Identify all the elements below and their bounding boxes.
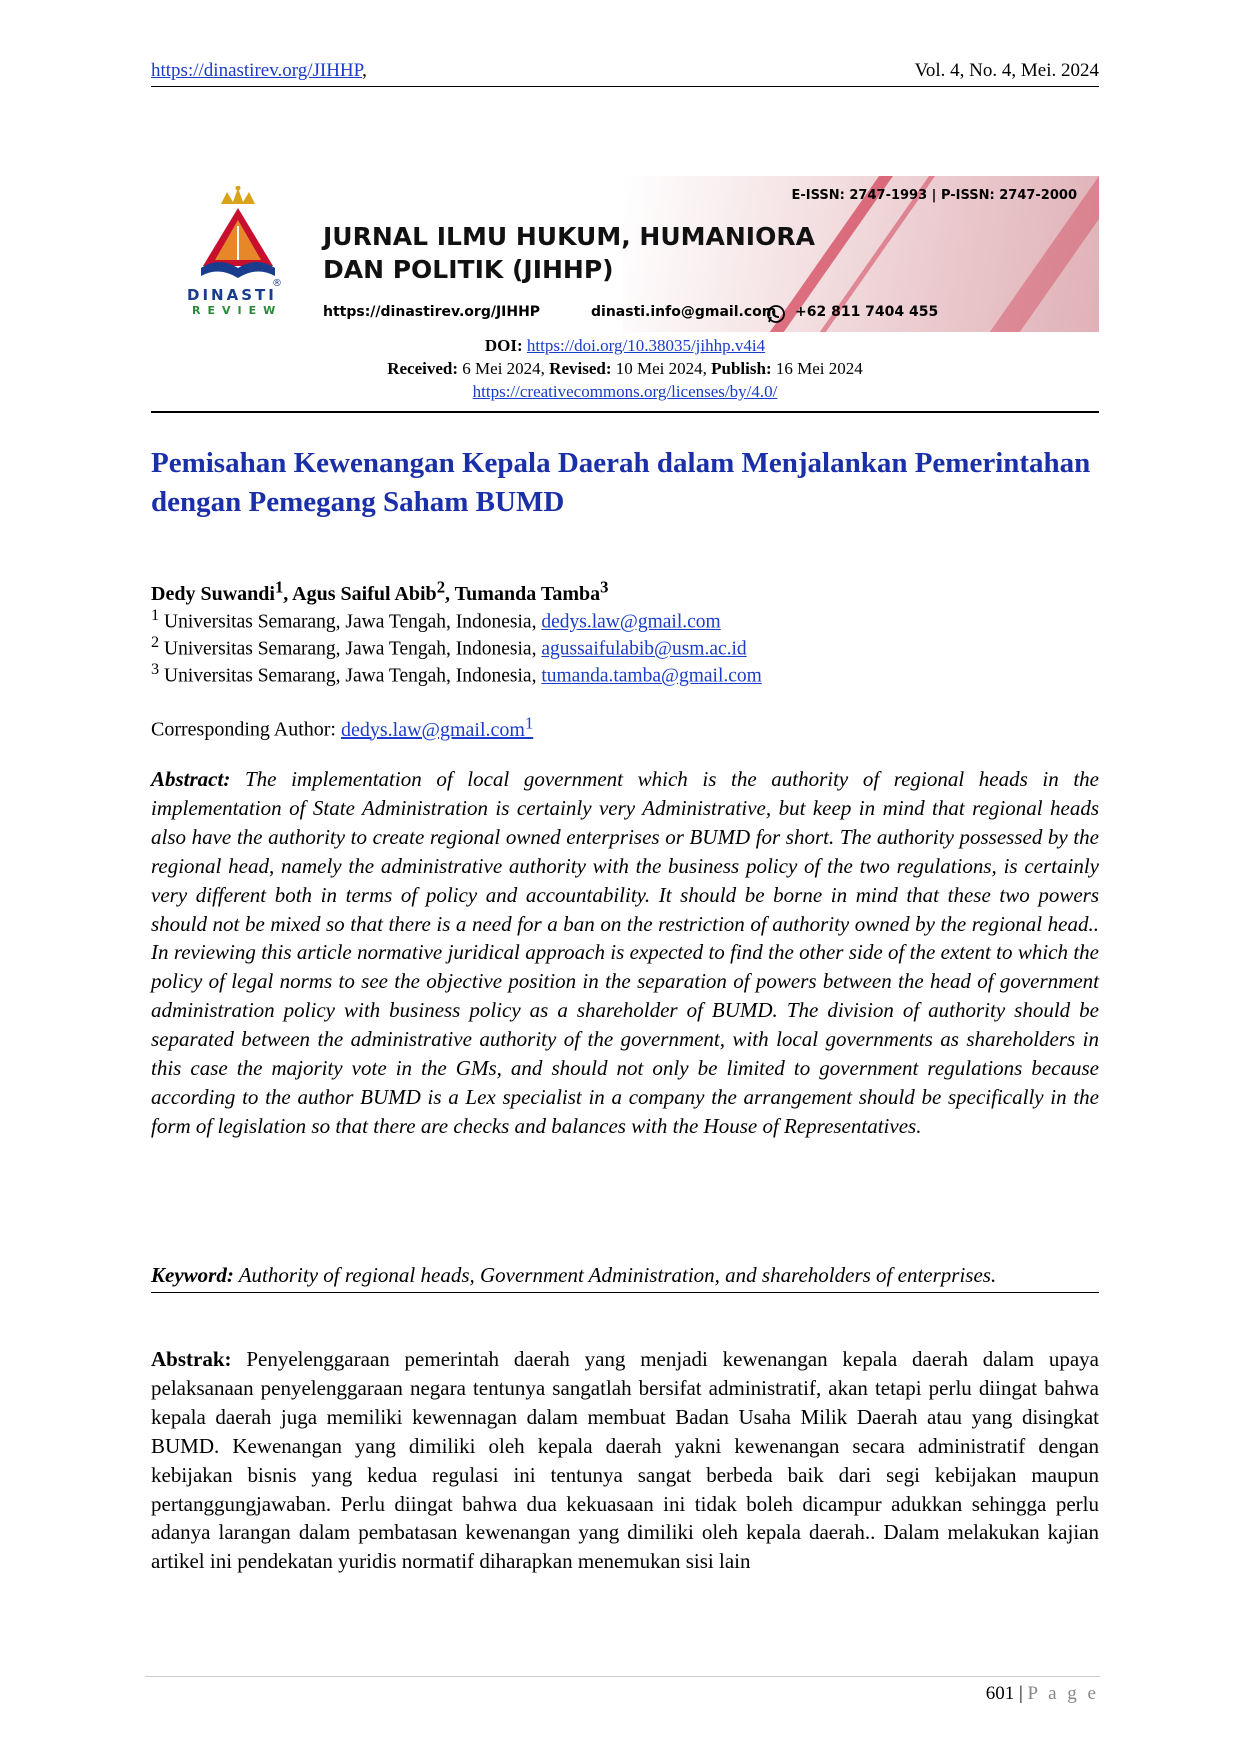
dates-line: Received: 6 Mei 2024, Revised: 10 Mei 20… [151,357,1099,380]
keyword-text: Authority of regional heads, Government … [238,1263,997,1287]
publish-date: 16 Mei 2024 [775,359,863,378]
affiliation-text: Universitas Semarang, Jawa Tengah, Indon… [164,611,537,633]
author-list: Dedy Suwandi1, Agus Saiful Abib2, Tumand… [151,577,608,606]
publish-label: Publish: [711,359,772,378]
license-line: https://creativecommons.org/licenses/by/… [151,380,1099,403]
journal-banner: DINASTI ® REVIEW E-ISSN: 2747-1993 | P-I… [183,176,1099,332]
author: Agus Saiful Abib2, [292,577,455,605]
dinasti-logo: DINASTI ® REVIEW [183,185,293,326]
registered-mark: ® [272,278,282,289]
affiliation-email-link[interactable]: dedys.law@gmail.com [541,611,721,633]
affiliation-text: Universitas Semarang, Jawa Tengah, Indon… [164,665,537,687]
author-sup: 2 [436,577,446,596]
abstract-indonesian: Abstrak: Penyelenggaraan pemerintah daer… [151,1345,1099,1576]
revised-date: 10 Mei 2024, [615,359,707,378]
article-title: Pemisahan Kewenangan Kepala Daerah dalam… [151,447,1091,518]
banner-site: https://dinastirev.org/JIHHP [323,304,541,320]
running-header: https://dinastirev.org/JIHHP, Vol. 4, No… [151,58,1099,87]
journal-title-line-1: JURNAL ILMU HUKUM, HUMANIORA [323,222,815,251]
received-label: Received: [387,359,459,378]
journal-title: JURNAL ILMU HUKUM, HUMANIORA DAN POLITIK… [323,220,815,286]
corresponding-label: Corresponding Author: [151,718,336,741]
issn: E-ISSN: 2747-1993 | P-ISSN: 2747-2000 [791,188,1077,203]
page-label: P a g e [1027,1683,1099,1704]
affiliation-email-link[interactable]: agussaifulabib@usm.ac.id [541,638,747,660]
corresponding-email-link[interactable]: dedys.law@gmail.com1 [341,713,533,741]
logo-sub: REVIEW [192,304,283,317]
author-name: Tumanda Tamba [454,582,601,605]
author-sep: , [283,582,293,605]
header-url-suffix: , [362,60,367,81]
corresponding-sup: 1 [524,713,534,732]
page-sep: | [1018,1683,1023,1704]
author: Dedy Suwandi1, [151,577,293,605]
journal-url-link[interactable]: https://dinastirev.org/JIHHP [151,60,363,81]
whatsapp-icon [766,304,786,324]
doi-line: DOI: https://doi.org/10.38035/jihhp.v4i4 [151,334,1099,357]
affiliation: 2 Universitas Semarang, Jawa Tengah, Ind… [151,633,747,661]
author-name: Dedy Suwandi [151,582,275,605]
logo-word: DINASTI [187,286,277,304]
affiliation-email-link[interactable]: tumanda.tamba@gmail.com [541,665,762,687]
doi-link[interactable]: https://doi.org/10.38035/jihhp.v4i4 [526,336,766,355]
banner-email: dinasti.info@gmail.com [591,304,777,320]
banner-phone: +62 811 7404 455 [795,304,939,320]
corresponding-author: Corresponding Author: dedys.law@gmail.co… [151,713,533,742]
affiliation-num: 3 [151,660,160,678]
abstract-label: Abstract: [151,767,231,791]
page-num: 601 [985,1683,1015,1704]
abstrak-label: Abstrak: [151,1347,232,1371]
author-name: Agus Saiful Abib [292,582,437,605]
affiliation: 1 Universitas Semarang, Jawa Tengah, Ind… [151,606,721,634]
author-sup: 1 [274,577,284,596]
author-sep: , [445,582,455,605]
header-volume: Vol. 4, No. 4, Mei. 2024 [914,60,1099,81]
abstrak-text: Penyelenggaraan pemerintah daerah yang m… [151,1347,1100,1574]
abstract-text: The implementation of local government w… [151,767,1099,1138]
doi-label: DOI: [484,336,523,355]
author-sup: 3 [600,577,609,596]
header-left: https://dinastirev.org/JIHHP, [151,60,367,82]
journal-title-line-2: DAN POLITIK (JIHHP) [323,255,614,284]
affiliation-text: Universitas Semarang, Jawa Tengah, Indon… [164,638,537,660]
affiliation-num: 1 [151,606,160,624]
license-link[interactable]: https://creativecommons.org/licenses/by/… [472,382,778,401]
corresponding-email: dedys.law@gmail.com [341,718,525,741]
abstract-english: Abstract: The implementation of local go… [151,765,1099,1141]
keywords: Keyword: Authority of regional heads, Go… [151,1261,1099,1293]
revised-label: Revised: [549,359,612,378]
article-meta: DOI: https://doi.org/10.38035/jihhp.v4i4… [151,334,1099,413]
author: Tumanda Tamba3 [454,577,609,605]
crown-book-icon [201,185,275,278]
page-number: 601 | P a g e [986,1683,1099,1705]
footer-rule [145,1676,1100,1677]
affiliation-num: 2 [151,633,160,651]
received-date: 6 Mei 2024, [462,359,545,378]
keyword-label: Keyword: [151,1263,234,1287]
affiliation: 3 Universitas Semarang, Jawa Tengah, Ind… [151,660,762,688]
